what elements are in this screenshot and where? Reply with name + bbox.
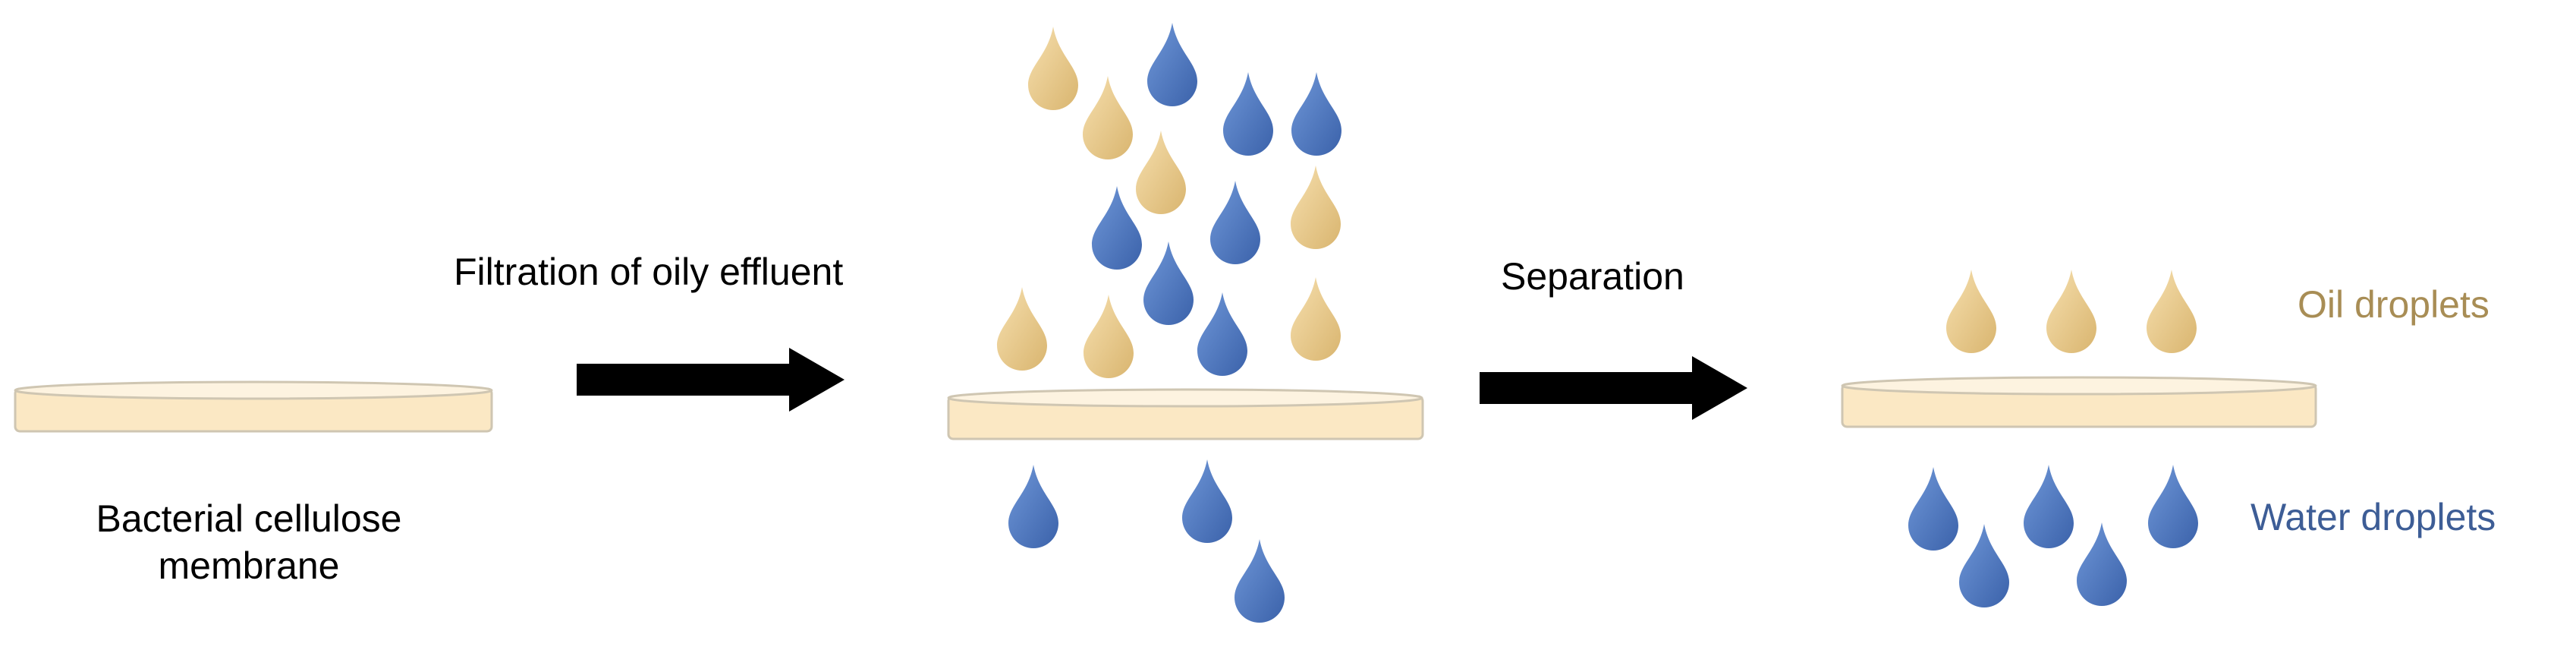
water-droplet xyxy=(2148,465,2198,548)
water-droplet xyxy=(2024,465,2074,548)
water-droplet xyxy=(1092,186,1142,270)
water-droplet xyxy=(1908,467,1958,551)
separation-label: Separation xyxy=(1501,255,1684,298)
water-droplet xyxy=(1959,524,2009,607)
water-droplets-label: Water droplets xyxy=(2250,496,2496,538)
water-droplet xyxy=(1197,292,1247,376)
oil-droplet xyxy=(1084,295,1134,378)
membrane-label-line1: Bacterial cellulose xyxy=(96,497,402,540)
droplets xyxy=(997,23,2198,623)
oil-droplets-label: Oil droplets xyxy=(2298,283,2490,326)
oil-droplet xyxy=(2046,270,2096,353)
oil-droplet xyxy=(2147,270,2197,353)
water-droplet xyxy=(2077,522,2127,606)
water-droplet xyxy=(1143,241,1194,325)
water-droplet xyxy=(1147,23,1197,106)
membrane-label: Bacterial cellulose membrane xyxy=(44,495,454,589)
water-droplet xyxy=(1223,72,1273,156)
oil-droplet xyxy=(1083,76,1133,159)
membrane-1 xyxy=(14,380,493,433)
oil-droplet xyxy=(997,287,1047,371)
oil-droplet xyxy=(1291,277,1341,361)
water-droplet xyxy=(1235,539,1285,623)
water-droplet xyxy=(1291,72,1341,156)
oil-droplet xyxy=(1136,131,1186,214)
membrane-label-line2: membrane xyxy=(158,544,340,587)
water-droplet xyxy=(1182,459,1232,543)
membrane-2 xyxy=(947,388,1424,440)
filtration-arrow xyxy=(577,348,845,412)
oil-droplet xyxy=(1946,270,1996,353)
water-droplet xyxy=(1210,181,1260,264)
filtration-label: Filtration of oily effluent xyxy=(454,251,844,293)
membrane-3 xyxy=(1841,376,2317,428)
oil-droplet xyxy=(1028,27,1078,110)
oil-droplet xyxy=(1291,166,1341,249)
separation-arrow xyxy=(1480,356,1747,420)
water-droplet xyxy=(1008,465,1058,548)
